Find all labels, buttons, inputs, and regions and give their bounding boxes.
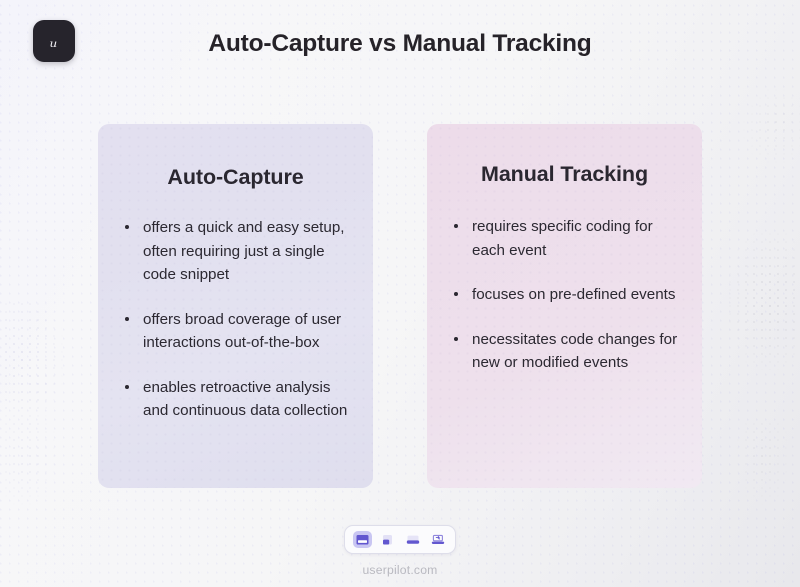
bullet-dot-icon — [125, 384, 129, 389]
device-button-desktop[interactable] — [353, 531, 372, 548]
dot-texture-left-lower — [2, 420, 62, 510]
list-item: focuses on pre-defined events — [449, 283, 680, 307]
list-item-text: focuses on pre-defined events — [472, 286, 676, 304]
card-title-manual-tracking: Manual Tracking — [481, 162, 648, 186]
dot-texture-left-upper — [0, 300, 64, 430]
tablet-icon — [406, 535, 419, 544]
bullet-list-manual-tracking: requires specific coding for each event … — [449, 215, 680, 375]
bullet-list-auto-capture: offers a quick and easy setup, often req… — [120, 216, 351, 423]
card-auto-capture: Auto-Capture offers a quick and easy set… — [98, 124, 373, 488]
list-item: necessitates code changes for new or mod… — [449, 328, 680, 375]
device-toolbar[interactable] — [344, 525, 456, 554]
list-item-text: enables retroactive analysis and continu… — [143, 378, 348, 420]
list-item-text: offers a quick and easy setup, often req… — [143, 219, 345, 284]
dot-texture-right-upper — [726, 230, 800, 370]
list-item: enables retroactive analysis and continu… — [120, 376, 351, 423]
list-item: offers broad coverage of user interactio… — [120, 308, 351, 355]
list-item-text: requires specific coding for each event — [472, 218, 653, 259]
bullet-dot-icon — [454, 224, 458, 228]
footer: userpilot.com — [0, 525, 800, 577]
brand-logo: ᵤ — [33, 20, 75, 62]
card-manual-tracking: Manual Tracking requires specific coding… — [427, 124, 702, 488]
card-title-auto-capture: Auto-Capture — [167, 165, 304, 189]
dot-texture-right-lower — [734, 420, 792, 510]
page-title: Auto-Capture vs Manual Tracking — [208, 30, 592, 57]
device-button-laptop[interactable] — [428, 531, 447, 548]
bullet-dot-icon — [125, 225, 129, 229]
site-url: userpilot.com — [362, 563, 438, 577]
bullet-dot-icon — [454, 336, 458, 341]
list-item-text: necessitates code changes for new or mod… — [472, 330, 678, 372]
device-button-mobile[interactable] — [378, 531, 397, 548]
bullet-dot-icon — [125, 316, 129, 321]
bullet-dot-icon — [454, 292, 458, 297]
comparison-cards: Auto-Capture offers a quick and easy set… — [98, 124, 702, 488]
list-item: requires specific coding for each event — [449, 215, 680, 262]
laptop-icon — [431, 534, 444, 544]
dot-texture-top-right — [740, 86, 800, 166]
desktop-icon — [356, 534, 369, 544]
list-item-text: offers broad coverage of user interactio… — [143, 310, 342, 352]
mobile-icon — [383, 534, 392, 544]
device-button-tablet[interactable] — [403, 531, 422, 548]
list-item: offers a quick and easy setup, often req… — [120, 216, 351, 287]
logo-u-glyph: ᵤ — [50, 29, 58, 52]
